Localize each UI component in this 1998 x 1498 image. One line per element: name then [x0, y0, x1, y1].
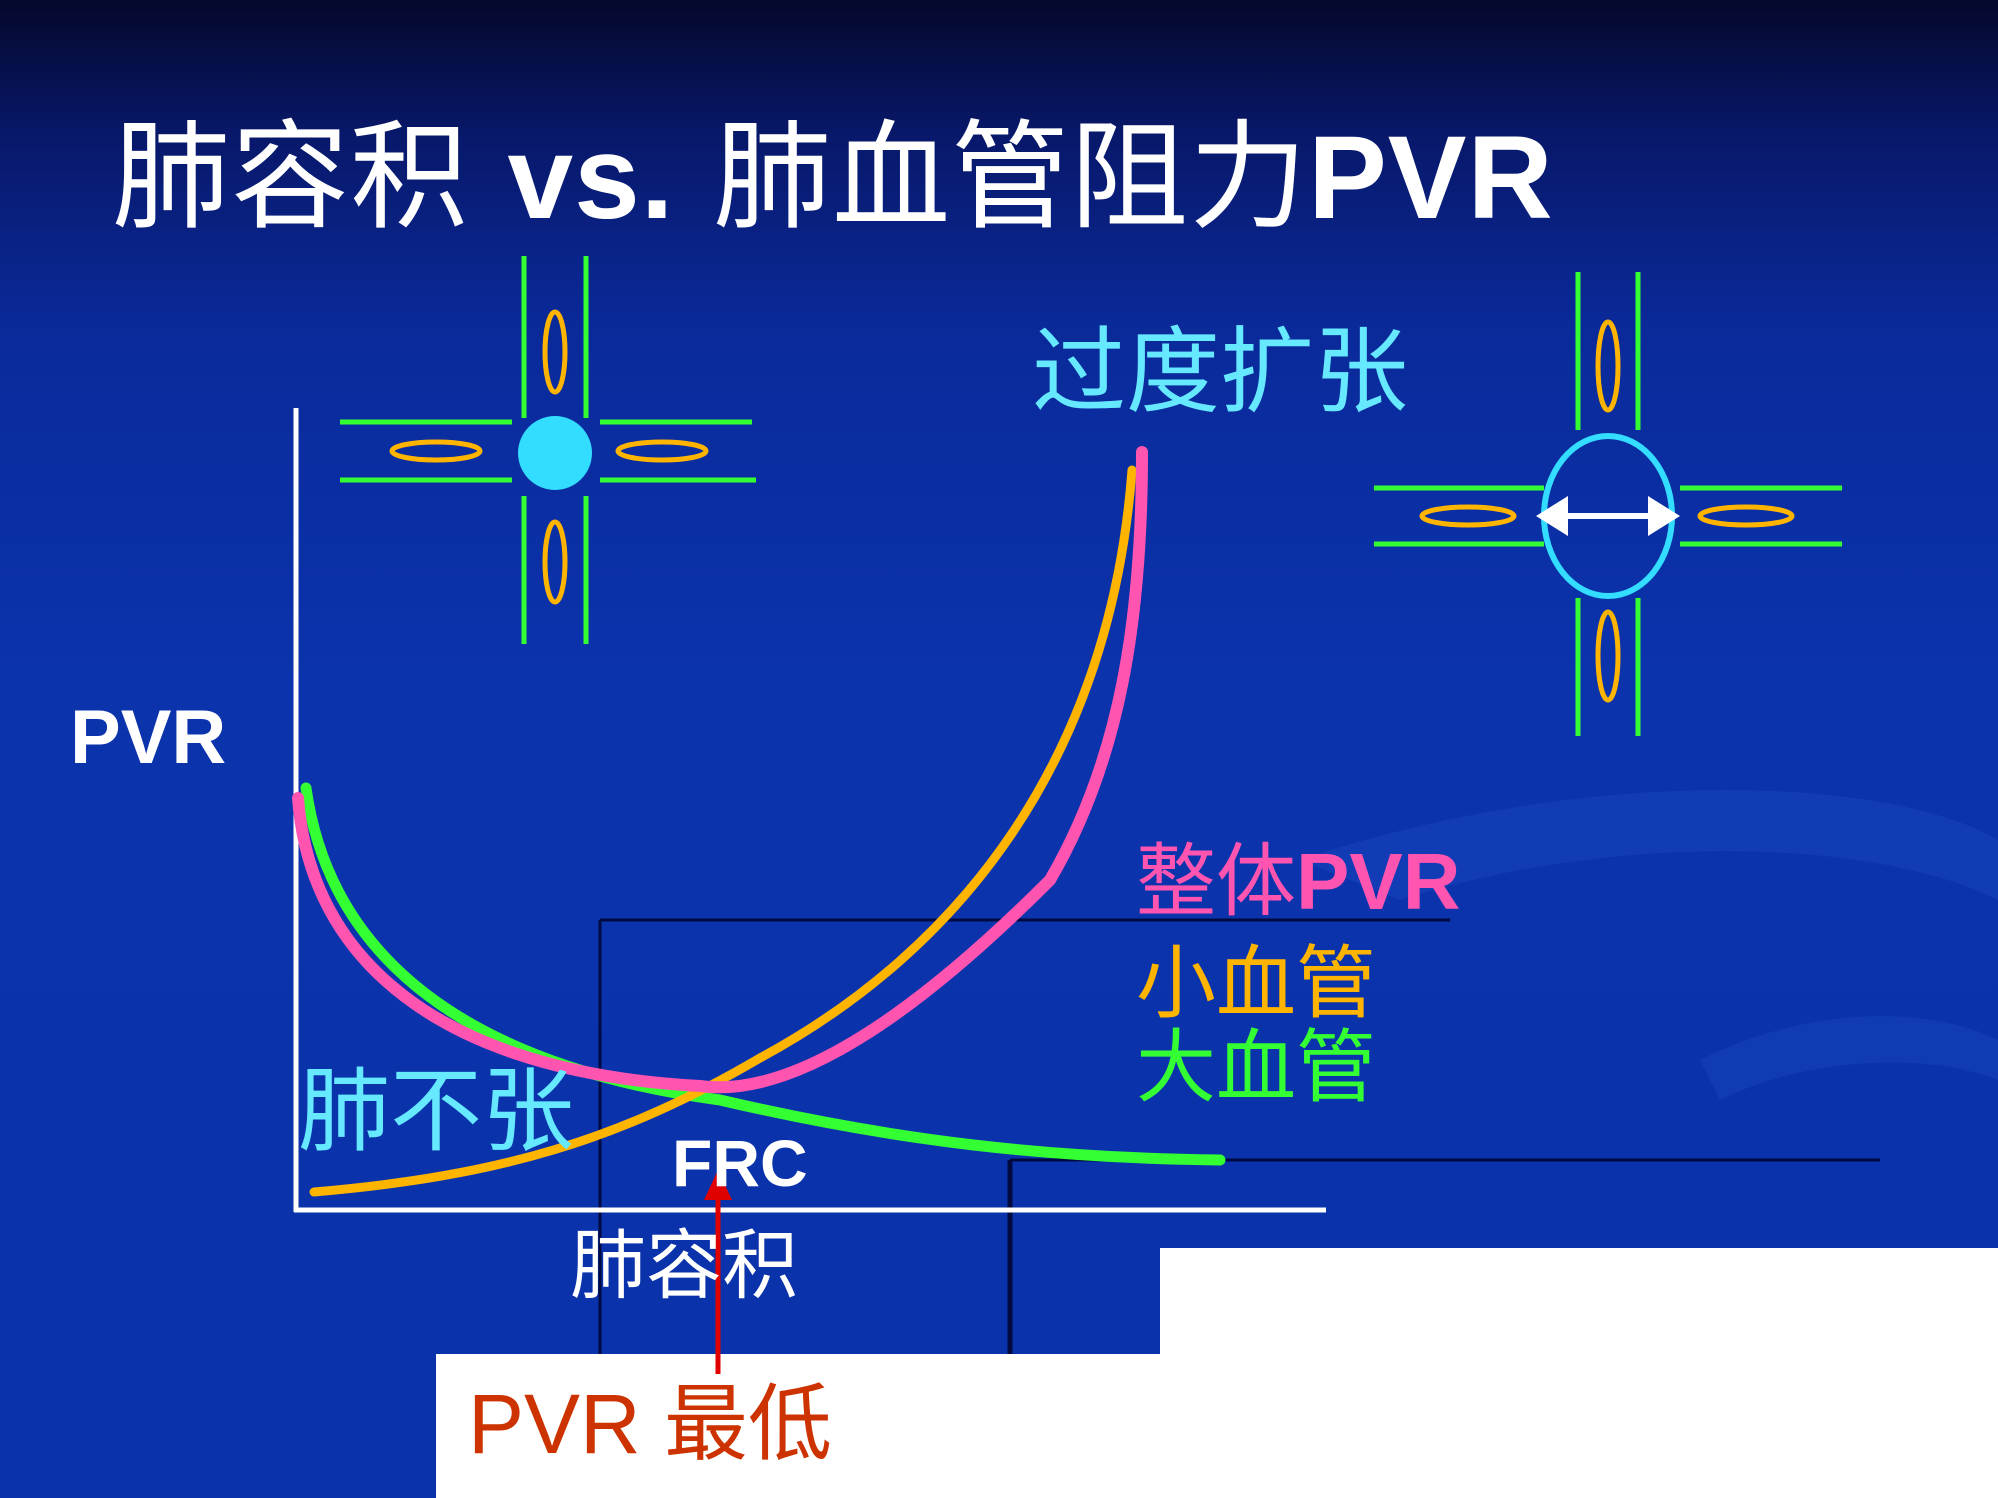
- legend-total-pvr: 整体PVR: [1136, 835, 1461, 928]
- total-pvr-curve: [292, 446, 1148, 1094]
- atelectasis-label: 肺不张: [298, 1058, 575, 1165]
- double-arrow-icon: [1536, 496, 1680, 536]
- pvr-lowest-label: PVR 最低: [468, 1377, 833, 1471]
- white-panel: [1160, 1248, 1998, 1498]
- legend-small-vessel: 小血管: [1136, 937, 1376, 1030]
- white-panel: [436, 1354, 1176, 1498]
- overinflation-label: 过度扩张: [1032, 318, 1409, 427]
- small-vessel-curve: [309, 465, 1137, 1197]
- x-axis-label: 肺容积: [570, 1221, 798, 1310]
- legend-large-vessel: 大血管: [1136, 1021, 1376, 1114]
- y-axis-label: PVR: [70, 695, 227, 780]
- large-vessel-curve: [300, 782, 1226, 1166]
- page-title: 肺容积 vs. 肺血管阻力PVR: [112, 108, 1554, 246]
- frc-label: FRC: [672, 1126, 808, 1200]
